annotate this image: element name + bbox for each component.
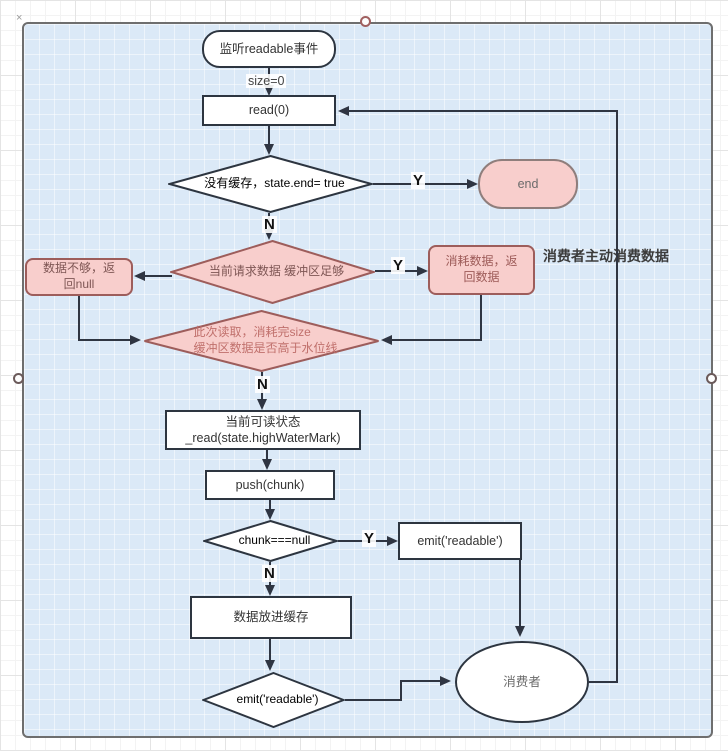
node-not-enough-label: 数据不够，返 回null (42, 261, 115, 291)
edge-demit-consumer-h1 (345, 699, 402, 701)
node-read-state-label: 当前可读状态 _read(state.highWaterMark) (185, 414, 341, 445)
top-edge-handle[interactable] (360, 16, 371, 27)
node-consumer-label: 消费者 (503, 674, 541, 689)
node-d-no-cache-label: 没有缓存，state.end= true (204, 176, 345, 191)
node-start[interactable]: 监听readable事件 (202, 30, 336, 68)
edge-consume-dwatermark-v (480, 295, 482, 341)
edge-readstate-push (266, 450, 268, 462)
edge-read0-dnocache (268, 126, 270, 146)
edge-cache-demit (269, 639, 271, 662)
edge-label-y1: Y (411, 172, 426, 190)
edge-consumer-read0-h1 (589, 681, 618, 683)
edge-denough-notenough (144, 275, 172, 277)
edge-push-dchunk (269, 500, 271, 511)
arrowhead (515, 626, 525, 637)
edge-label-n3: N (262, 565, 277, 583)
node-end-label: end (517, 176, 539, 191)
diamond-shape (168, 155, 373, 213)
arrowhead (264, 229, 274, 240)
node-read0-label: read(0) (248, 103, 290, 118)
left-edge-handle[interactable] (13, 373, 24, 384)
edge-emit-consumer (519, 560, 521, 628)
arrowhead (381, 335, 392, 345)
node-end[interactable]: end (478, 159, 578, 209)
right-edge-handle[interactable] (706, 373, 717, 384)
edge-consume-dwatermark-h (391, 339, 482, 341)
diamond-shape (170, 240, 375, 304)
arrowhead (257, 399, 267, 410)
node-d-watermark-label: 此次读取，消耗完size 缓冲区数据是否高于水位线 (193, 325, 338, 355)
arrowhead (440, 676, 451, 686)
arrowhead (264, 85, 274, 96)
corner-mark: × (16, 12, 23, 24)
arrowhead (265, 660, 275, 671)
node-d-no-cache[interactable]: 没有缓存，state.end= true (168, 155, 373, 213)
node-consume-label: 消耗数据，返 回数据 (445, 254, 518, 284)
node-d-emit-readable-label: emit('readable') (236, 692, 319, 707)
node-start-label: 监听readable事件 (219, 41, 319, 56)
arrowhead (134, 271, 145, 281)
node-emit-readable-rect[interactable]: emit('readable') (398, 522, 522, 560)
edge-label-y3: Y (362, 530, 377, 548)
diamond-shape (202, 672, 345, 728)
node-push-label: push(chunk) (235, 477, 305, 492)
annotation-consumer-active: 消费者主动消费数据 (543, 248, 669, 264)
arrowhead (265, 509, 275, 520)
node-push[interactable]: push(chunk) (205, 470, 335, 500)
diamond-shape (203, 520, 338, 562)
node-consume[interactable]: 消耗数据，返 回数据 (428, 245, 535, 295)
arrowhead (262, 459, 272, 470)
arrowhead (417, 266, 428, 276)
arrowhead (265, 585, 275, 596)
edge-label-n2: N (255, 376, 270, 394)
node-not-enough[interactable]: 数据不够，返 回null (25, 258, 133, 296)
node-cache-label: 数据放进缓存 (233, 610, 309, 625)
edge-label-n1: N (262, 216, 277, 234)
edge-label-size0: size=0 (246, 74, 287, 89)
node-d-emit-readable[interactable]: emit('readable') (202, 672, 345, 728)
edge-label-y2: Y (391, 257, 406, 275)
node-read-state[interactable]: 当前可读状态 _read(state.highWaterMark) (165, 410, 361, 450)
edge-notenough-dwatermark-h (78, 339, 131, 341)
arrowhead (130, 335, 141, 345)
arrowhead (467, 179, 478, 189)
flowchart-container[interactable] (22, 22, 713, 738)
node-d-buffer-enough[interactable]: 当前请求数据 缓冲区足够 (170, 240, 375, 304)
node-d-buffer-enough-label: 当前请求数据 缓冲区足够 (208, 264, 345, 279)
node-d-chunk-null[interactable]: chunk===null (203, 520, 338, 562)
node-consumer[interactable]: 消费者 (455, 641, 589, 723)
arrowhead (387, 536, 398, 546)
node-cache[interactable]: 数据放进缓存 (190, 596, 352, 639)
edge-notenough-dwatermark-v (78, 296, 80, 341)
edge-demit-consumer-v (400, 681, 402, 701)
arrowhead (264, 144, 274, 155)
node-emit-readable-rect-label: emit('readable') (417, 533, 503, 548)
edge-consumer-read0-v (616, 110, 618, 683)
edge-demit-consumer-h2 (400, 680, 442, 682)
node-read0[interactable]: read(0) (202, 95, 336, 126)
arrowhead (338, 106, 349, 116)
diamond-shape (144, 310, 379, 372)
edge-consumer-read0-h2 (348, 110, 618, 112)
node-d-watermark[interactable]: 此次读取，消耗完size 缓冲区数据是否高于水位线 (143, 310, 380, 372)
node-d-chunk-null-label: chunk===null (238, 533, 311, 548)
